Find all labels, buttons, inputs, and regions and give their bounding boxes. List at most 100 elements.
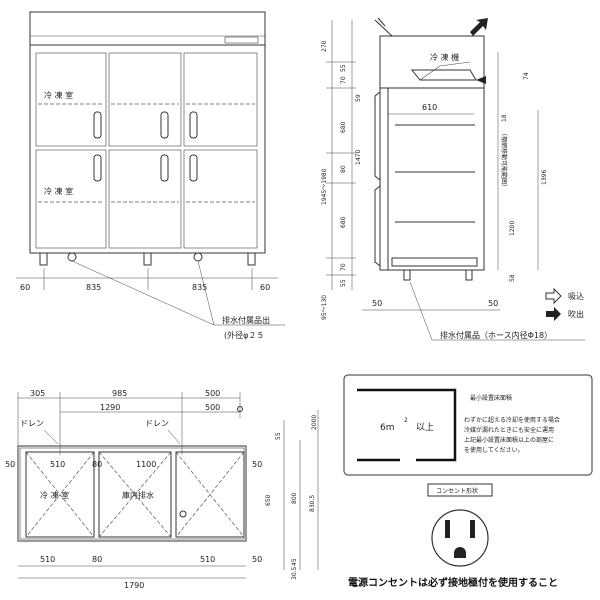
dim-side-270: 270 — [321, 40, 328, 52]
door-lower-left — [35, 149, 107, 249]
install-note-2: 冷媒が漏れたときにも安全に運用 — [464, 426, 554, 434]
dim-top-830-5: 830.5 — [309, 495, 316, 512]
dim-top-510-b: 510 — [40, 555, 55, 564]
install-box-frame — [343, 374, 593, 476]
dim-top-500-b: 500 — [205, 403, 220, 412]
dim-front-60-right: 60 — [260, 283, 270, 292]
dim-top-45: 45 — [291, 558, 298, 566]
drain-point-icon — [237, 406, 243, 412]
exhaust-arrow-icon — [546, 307, 561, 321]
dim-side-55-top: 55 — [340, 64, 347, 72]
dim-top-1290: 1290 — [100, 403, 120, 412]
handle-icon — [160, 154, 169, 182]
side-body — [379, 35, 485, 271]
front-drain-note-2: (外径φ２５ — [224, 330, 264, 340]
dim-top-30-5: 30.5 — [291, 566, 298, 580]
side-drain-note: 排水付属品（ホース内径Φ18） — [440, 330, 552, 340]
drain-hole-icon — [179, 510, 187, 518]
dim-top-2000: 2000 — [311, 415, 318, 430]
foot-icon — [465, 269, 473, 281]
door-lower-right — [183, 149, 258, 249]
legend-exhaust: 吹出 — [568, 309, 584, 319]
top-view: 305 985 500 1290 500 ドレン ドレン 50 510 80 1… — [5, 389, 319, 590]
handle-icon — [93, 154, 102, 182]
dim-top-50-a: 50 — [5, 460, 15, 469]
drain-fitting-icon — [67, 252, 77, 262]
door-upper-right — [183, 52, 258, 147]
dim-side-total: 1945〜1980 — [321, 168, 328, 205]
foot-icon — [403, 269, 411, 281]
foot-icon — [143, 252, 152, 266]
install-area-suffix: 以上 — [416, 422, 434, 433]
front-control-panel — [224, 36, 259, 44]
bottom-tray — [391, 257, 478, 267]
dim-top-985: 985 — [112, 389, 127, 398]
dim-side-1470: 1470 — [355, 150, 362, 165]
front-top-panel — [29, 11, 266, 46]
dim-side-bottom: 95〜130 — [321, 295, 328, 320]
dim-top-510-a: 510 — [50, 460, 65, 469]
dim-top-50-b: 50 — [252, 460, 262, 469]
outlet-icon — [431, 509, 489, 567]
foot-icon — [247, 252, 256, 266]
foot-icon — [39, 252, 48, 266]
door-lower-center — [108, 149, 182, 249]
side-unit-label: 冷 凍 機 — [430, 52, 459, 62]
dim-top-650: 650 — [265, 494, 272, 506]
outlet-section: コンセント形状 電源コンセントは必ず接地極付を使用すること — [348, 483, 558, 589]
exhaust-arrow-icon — [470, 18, 488, 36]
handle-icon — [93, 111, 102, 139]
dim-front-60-left: 60 — [20, 283, 30, 292]
upper-room-label: 冷 凍 室 — [44, 90, 73, 100]
top-drain-label-a: ドレン — [20, 419, 44, 428]
dim-side-680-top: 680 — [340, 121, 347, 133]
door-upper-left — [35, 52, 107, 147]
handle-icon — [160, 111, 169, 139]
dim-side-18: 18 — [501, 114, 508, 122]
dim-side-70-bottom: 70 — [340, 263, 347, 271]
install-note-3: 上記最小設置床面積以上の部屋に — [464, 436, 554, 444]
dim-top-500-a: 500 — [205, 389, 220, 398]
top-room-label: 冷 凍 室 — [40, 490, 69, 500]
dim-front-835-b: 835 — [192, 283, 207, 292]
top-drain-room-label: 庫内排水 — [122, 490, 154, 500]
handle-icon — [189, 154, 198, 182]
top-compartment-left — [25, 451, 95, 538]
dim-side-74: 74 — [523, 72, 530, 80]
dim-side-58: 58 — [509, 274, 516, 282]
dim-top-80-b: 80 — [92, 555, 102, 564]
dim-side-70-top: 70 — [340, 76, 347, 84]
dim-side-610: 610 — [422, 103, 437, 112]
dim-side-50-b: 50 — [488, 299, 498, 308]
dim-top-50-c: 50 — [252, 555, 262, 564]
dim-side-680-bottom: 680 — [340, 216, 347, 228]
install-area-box: 6m 2 以上 最小設置床面積 わずかに超える冷却を使用する場合 冷媒が漏れたと… — [343, 374, 593, 476]
top-compartment-center — [98, 451, 172, 538]
front-body — [29, 44, 266, 254]
airflow-arrow-icon — [476, 76, 486, 84]
dim-side-50-a: 50 — [372, 299, 382, 308]
airflow-legend: 吸込 吹出 — [545, 287, 584, 321]
side-view: 270 55 70 59 680 1470 80 680 70 55 1945〜… — [321, 17, 585, 341]
install-title: 最小設置床面積 — [470, 394, 512, 402]
dim-top-510-c: 510 — [200, 555, 215, 564]
outlet-warning: 電源コンセントは必ず接地極付を使用すること — [348, 576, 558, 589]
dim-side-80: 80 — [340, 165, 347, 173]
power-cord-icon — [374, 17, 393, 37]
intake-arrow-icon — [545, 287, 562, 305]
lower-room-label: 冷 凍 室 — [44, 186, 73, 196]
dim-side-1396: 1396 — [541, 170, 548, 185]
top-compartment-right — [175, 451, 245, 538]
install-note-1: わずかに超える冷却を使用する場合 — [464, 416, 560, 424]
door-upper-center — [108, 52, 182, 147]
dim-top-total: 1790 — [124, 581, 144, 590]
side-door-edge — [374, 91, 381, 267]
install-area-main: 6m — [380, 423, 395, 433]
top-outline — [17, 445, 247, 542]
front-drain-note: 排水付属品出 — [222, 315, 270, 325]
dim-side-1200: 1200 — [509, 221, 516, 236]
dim-side-55-bottom: 55 — [340, 279, 347, 287]
outlet-tag-frame — [427, 483, 493, 497]
handle-icon — [189, 111, 198, 139]
